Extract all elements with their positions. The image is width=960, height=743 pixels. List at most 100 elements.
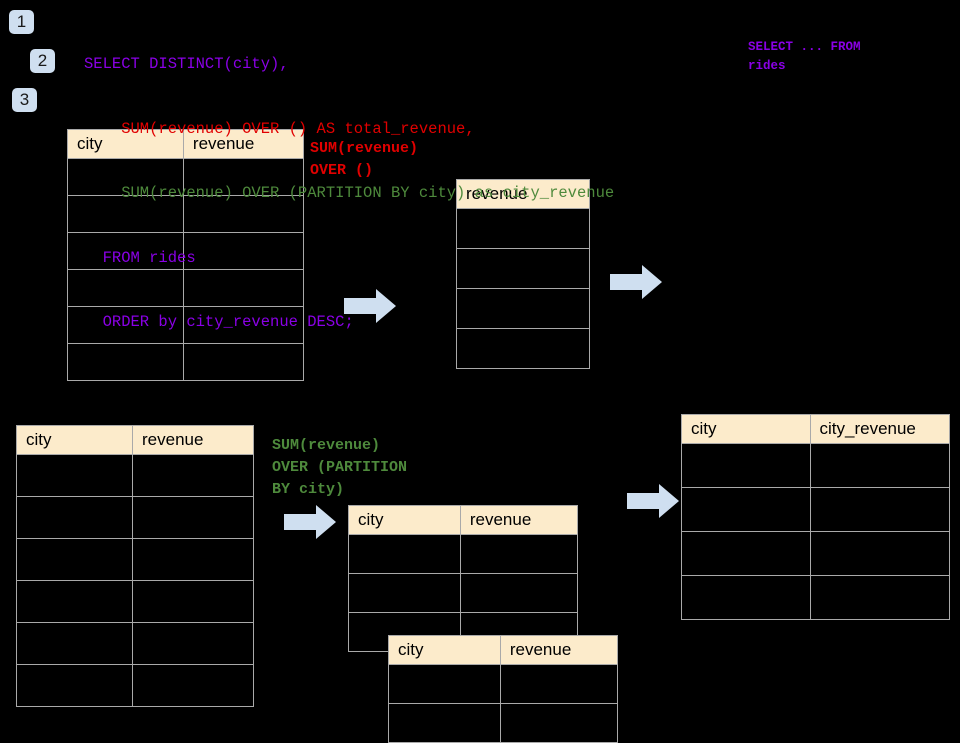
table-row [681, 531, 950, 576]
diagram-canvas: 1 2 3 SELECT DISTINCT(city), SUM(revenue… [9, 10, 950, 743]
cell-revenue [132, 538, 254, 581]
cell-revenue [132, 664, 254, 707]
cell-city [16, 496, 133, 539]
cell-revenue [132, 496, 254, 539]
column-header-city: city [681, 414, 811, 444]
table-row [681, 575, 950, 620]
cell-revenue [459, 534, 579, 574]
arrow-from-total-revenue [610, 265, 662, 299]
cell-city [348, 534, 461, 574]
sql-line-partition: SUM(revenue) OVER (PARTITION BY city) as… [84, 184, 615, 202]
cell-city [388, 664, 501, 704]
column-header-revenue: revenue [459, 505, 579, 535]
cell-revenue [182, 306, 305, 344]
cell-city [16, 664, 133, 707]
sql-query-block: SELECT DISTINCT(city), SUM(revenue) OVER… [84, 11, 614, 377]
cell-revenue [182, 343, 305, 381]
table-row [67, 306, 305, 344]
table-row [16, 454, 254, 497]
cell-city [67, 306, 184, 344]
cell-revenue [456, 208, 590, 249]
step-badge-2: 2 [30, 49, 55, 73]
cell-city [681, 487, 811, 532]
column-header-city-revenue: city_revenue [809, 414, 950, 444]
table-header-row: city revenue [16, 425, 254, 455]
cell-city [348, 573, 461, 613]
sql-line-order: ORDER by city_revenue DESC; [84, 313, 354, 331]
cell-city [388, 703, 501, 743]
table-row [348, 573, 579, 613]
cell-city-revenue [809, 487, 950, 532]
city-revenue-result-table: city city_revenue [681, 414, 950, 620]
table-row [348, 534, 579, 574]
column-header-revenue: revenue [182, 129, 305, 159]
cell-revenue [132, 580, 254, 623]
table-row [16, 622, 254, 665]
annotation-total-revenue: SUM(revenue) OVER () [310, 140, 419, 179]
partition-group-table-a: city revenue [348, 505, 579, 652]
cell-city [16, 580, 133, 623]
column-header-city: city [16, 425, 133, 455]
cell-city-revenue [809, 575, 950, 620]
cell-city [67, 195, 184, 233]
table-row [16, 664, 254, 707]
arrow-to-partition-tables [284, 505, 336, 539]
cell-city [67, 343, 184, 381]
table-row [16, 496, 254, 539]
table-row [456, 248, 590, 289]
cell-revenue [132, 622, 254, 665]
table-row [388, 664, 619, 704]
column-header-city: city [67, 129, 184, 159]
column-header-revenue: revenue [132, 425, 254, 455]
sidenote-select-from-rides: SELECT ... FROM rides [748, 40, 861, 73]
table-row [67, 195, 305, 233]
table-header-row: city city_revenue [681, 414, 950, 444]
column-header-city: city [388, 635, 501, 665]
sql-line-select: SELECT DISTINCT(city), [84, 55, 289, 73]
cell-city [67, 269, 184, 307]
column-header-revenue: revenue [499, 635, 619, 665]
arrow-to-result [627, 484, 679, 518]
table-row [681, 487, 950, 532]
arrow-to-total-revenue [344, 289, 396, 323]
cell-revenue [456, 248, 590, 289]
cell-city [681, 443, 811, 488]
cell-city-revenue [809, 531, 950, 576]
table-row [456, 208, 590, 249]
partition-group-table-b: city revenue [388, 635, 619, 743]
table-header-row: city revenue [348, 505, 579, 535]
cell-revenue [499, 664, 619, 704]
table-row [456, 288, 590, 329]
cell-revenue [459, 573, 579, 613]
cell-revenue [182, 158, 305, 196]
cell-city [681, 531, 811, 576]
cell-city [16, 454, 133, 497]
rides-source-table-bottom: city revenue [16, 425, 254, 707]
table-row [67, 158, 305, 196]
cell-revenue [499, 703, 619, 743]
column-header-city: city [348, 505, 461, 535]
sql-line-total: SUM(revenue) OVER () AS total_revenue, [84, 119, 475, 138]
table-row [67, 269, 305, 307]
cell-city-revenue [809, 443, 950, 488]
cell-city [16, 622, 133, 665]
table-header-row: revenue [456, 179, 590, 209]
step-badge-1: 1 [9, 10, 34, 34]
step-badge-3: 3 [12, 88, 37, 112]
table-row [67, 343, 305, 381]
rides-source-table: city revenue [67, 129, 305, 381]
table-row [16, 580, 254, 623]
cell-city [681, 575, 811, 620]
table-row [681, 443, 950, 488]
table-row [388, 703, 619, 743]
sql-line-from: FROM rides [84, 248, 196, 267]
cell-revenue [456, 328, 590, 369]
cell-city [16, 538, 133, 581]
table-header-row: city revenue [67, 129, 305, 159]
table-row [456, 328, 590, 369]
table-header-row: city revenue [388, 635, 619, 665]
table-row [16, 538, 254, 581]
cell-revenue [456, 288, 590, 329]
cell-revenue [132, 454, 254, 497]
annotation-partition-by-city: SUM(revenue) OVER (PARTITION BY city) [272, 437, 408, 498]
